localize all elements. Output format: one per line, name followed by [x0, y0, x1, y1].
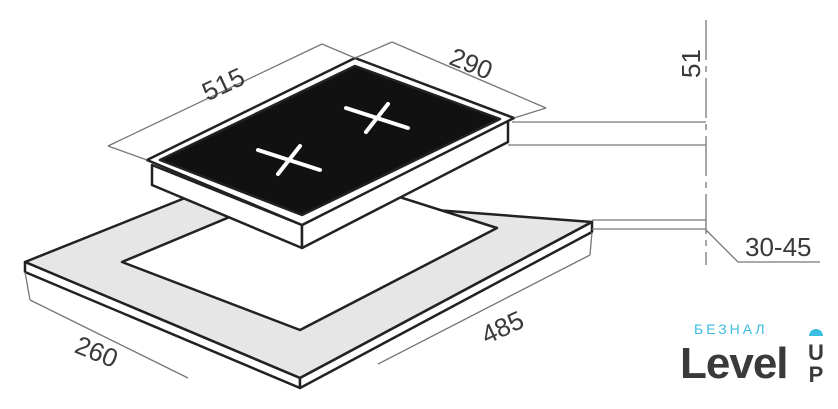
burner-back	[344, 102, 410, 134]
logo-u: U	[808, 340, 824, 365]
dim-290: 290	[445, 42, 496, 86]
glass-top	[158, 64, 502, 217]
dimension-lines	[24, 20, 820, 379]
logo-p: P	[808, 362, 824, 387]
dim-485: 485	[476, 305, 528, 351]
dim-260: 260	[71, 330, 122, 374]
logo-drop-icon	[809, 329, 823, 336]
burner-front	[256, 144, 322, 176]
countertop	[23, 173, 594, 390]
dim-51: 51	[676, 49, 706, 78]
logo-small-text: БЕЗНАЛ	[694, 321, 768, 337]
logo-up: U P	[806, 342, 826, 386]
logo-main-text: Level	[680, 339, 789, 388]
dim-30-45: 30-45	[745, 232, 812, 262]
